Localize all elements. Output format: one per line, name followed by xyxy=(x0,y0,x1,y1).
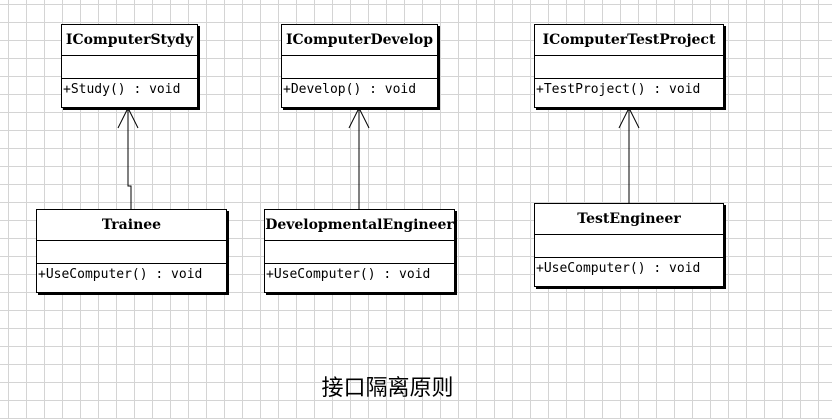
class-name: IComputerDevelop xyxy=(282,25,437,56)
class-name: TestEngineer xyxy=(535,204,723,235)
class-name: Trainee xyxy=(37,210,226,241)
class-name: IComputerTestProject xyxy=(535,25,723,56)
realization-arrow-test-engineer xyxy=(618,106,640,203)
operation-label: +UseComputer() : void xyxy=(38,267,203,282)
class-test-engineer[interactable]: TestEngineer +UseComputer() : void xyxy=(534,203,724,287)
interface-icomputerdevelop[interactable]: IComputerDevelop +Develop() : void xyxy=(281,24,438,108)
interface-icomputerstydy[interactable]: IComputerStydy +Study() : void xyxy=(61,24,198,108)
operation-label: +TestProject() : void xyxy=(536,82,701,97)
realization-arrow-developmental-engineer xyxy=(348,106,370,209)
attributes-compartment xyxy=(535,235,723,258)
class-name: IComputerStydy xyxy=(62,25,197,56)
attributes-compartment xyxy=(282,56,437,79)
interface-icomputertestproject[interactable]: IComputerTestProject +TestProject() : vo… xyxy=(534,24,724,108)
diagram-caption: 接口隔离原则 xyxy=(321,376,454,401)
operation-label: +UseComputer() : void xyxy=(266,267,431,282)
attributes-compartment xyxy=(535,56,723,79)
class-name: DevelopmentalEngineer xyxy=(265,210,454,241)
realization-arrow-trainee xyxy=(117,106,139,209)
class-developmental-engineer[interactable]: DevelopmentalEngineer +UseComputer() : v… xyxy=(264,209,455,293)
attributes-compartment xyxy=(62,56,197,79)
attributes-compartment xyxy=(37,241,226,264)
operation-label: +Develop() : void xyxy=(283,82,417,97)
operation-label: +Study() : void xyxy=(63,82,181,97)
attributes-compartment xyxy=(265,241,454,264)
operation-label: +UseComputer() : void xyxy=(536,261,701,276)
class-trainee[interactable]: Trainee +UseComputer() : void xyxy=(36,209,227,293)
